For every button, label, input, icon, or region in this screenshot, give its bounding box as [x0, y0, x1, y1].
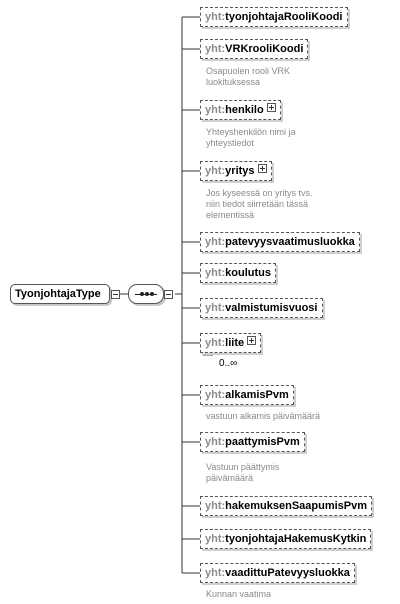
- branch-lines: [182, 16, 200, 574]
- namespace-prefix: yht:: [205, 567, 226, 579]
- element-name: tyonjohtajaRooliKoodi: [225, 11, 343, 23]
- element-name: paattymisPvm: [225, 436, 300, 448]
- sequence-compositor[interactable]: [128, 284, 164, 304]
- element-vaadittuPatevyysluokka[interactable]: yht:vaadittuPatevyysluokka: [200, 563, 355, 583]
- element-alkamisPvm[interactable]: yht:alkamisPvm: [200, 385, 294, 405]
- element-patevyysvaatimusluokka[interactable]: yht:patevyysvaatimusluokka: [200, 232, 360, 252]
- element-name: liite: [225, 337, 245, 349]
- element-tyonjohtajaRooliKoodi[interactable]: yht:tyonjohtajaRooliKoodi: [200, 7, 348, 27]
- expand-plus-icon[interactable]: [257, 164, 267, 174]
- element-name: patevyysvaatimusluokka: [225, 236, 355, 248]
- namespace-prefix: yht:: [205, 11, 226, 23]
- namespace-prefix: yht:: [205, 337, 226, 349]
- element-liite[interactable]: yht:liite: [200, 333, 262, 353]
- sequence-collapse-icon[interactable]: [164, 290, 173, 299]
- namespace-prefix: yht:: [205, 302, 226, 314]
- element-name: koulutus: [225, 267, 272, 279]
- element-name: VRKrooliKoodi: [225, 43, 304, 55]
- element-henkilo[interactable]: yht:henkilo: [200, 100, 281, 120]
- root-collapse-icon[interactable]: [111, 290, 120, 299]
- element-name: henkilo: [225, 104, 264, 116]
- root-type-label: TyonjohtajaType: [15, 288, 101, 300]
- element-VRKrooliKoodi[interactable]: yht:VRKrooliKoodi: [200, 39, 309, 59]
- element-name: vaadittuPatevyysluokka: [225, 567, 350, 579]
- element-name: valmistumisvuosi: [225, 302, 318, 314]
- expand-plus-icon[interactable]: [247, 336, 257, 346]
- root-type-box[interactable]: TyonjohtajaType: [10, 284, 110, 304]
- namespace-prefix: yht:: [205, 389, 226, 401]
- namespace-prefix: yht:: [205, 236, 226, 248]
- element-koulutus[interactable]: yht:koulutus: [200, 263, 277, 283]
- namespace-prefix: yht:: [205, 533, 226, 545]
- namespace-prefix: yht:: [205, 436, 226, 448]
- namespace-prefix: yht:: [205, 267, 226, 279]
- namespace-prefix: yht:: [205, 43, 226, 55]
- element-name: alkamisPvm: [225, 389, 289, 401]
- namespace-prefix: yht:: [205, 165, 226, 177]
- namespace-prefix: yht:: [205, 500, 226, 512]
- expand-plus-icon[interactable]: [266, 103, 276, 113]
- cardinality-label: 0..∞: [219, 358, 238, 369]
- element-name: tyonjohtajaHakemusKytkin: [225, 533, 367, 545]
- element-valmistumisvuosi[interactable]: yht:valmistumisvuosi: [200, 298, 323, 318]
- element-name: hakemuksenSaapumisPvm: [225, 500, 368, 512]
- element-yritys[interactable]: yht:yritys: [200, 161, 272, 181]
- element-paattymisPvm[interactable]: yht:paattymisPvm: [200, 432, 305, 452]
- element-documentation: Jos kyseessä on yritys tvs.niin tiedot s…: [206, 188, 313, 220]
- element-documentation: vastuun alkamis päivämäärä: [206, 411, 321, 421]
- element-tyonjohtajaHakemusKytkin[interactable]: yht:tyonjohtajaHakemusKytkin: [200, 529, 372, 549]
- element-hakemuksenSaapumisPvm[interactable]: yht:hakemuksenSaapumisPvm: [200, 496, 373, 516]
- element-name: yritys: [225, 165, 255, 177]
- namespace-prefix: yht:: [205, 104, 226, 116]
- element-documentation: Kunnan vaatima: [206, 589, 272, 599]
